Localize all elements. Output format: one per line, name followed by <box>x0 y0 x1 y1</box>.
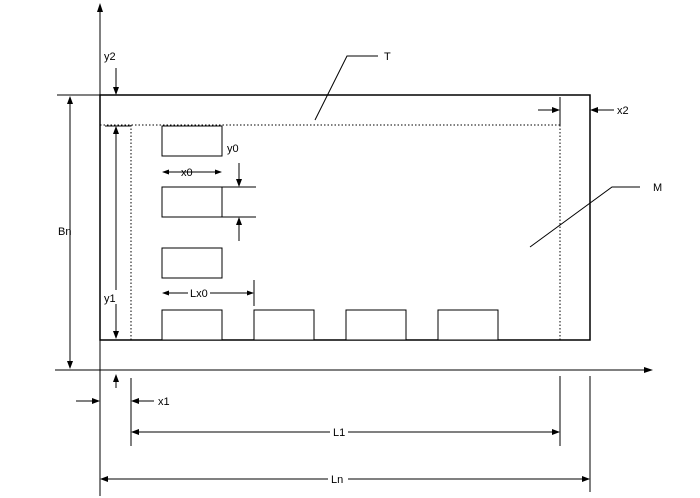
label-y0: y0 <box>227 143 239 155</box>
x0-arrow-right <box>215 169 222 175</box>
y1-arrow-bottom <box>113 331 119 339</box>
Ln-label-background <box>328 472 348 486</box>
leader-T <box>314 55 378 121</box>
label-Lx0: Lx0 <box>190 288 208 300</box>
part-cell-bottom-1 <box>161 309 223 341</box>
part-cell-bottom-3 <box>345 309 407 341</box>
part-cell-col1-row1 <box>161 125 223 157</box>
Lx0-arrow-left <box>162 290 169 296</box>
part-cell-bottom-4 <box>437 309 499 341</box>
label-x1: x1 <box>158 396 170 408</box>
label-Ln: Ln <box>331 474 343 486</box>
x0-arrow-left <box>162 169 169 175</box>
x1-arrow-right-head <box>131 398 139 404</box>
x2-right-arrow-head <box>590 107 598 113</box>
L1-arrow-left <box>131 429 139 435</box>
horizontal-axis-arrow <box>644 367 653 373</box>
label-L1: L1 <box>333 427 345 439</box>
label-x0: x0 <box>181 167 193 179</box>
L1-arrow-right <box>552 429 560 435</box>
label-Bn: Bn <box>58 226 71 238</box>
y1-arrow-top <box>113 126 119 134</box>
y0-arrow-top-head <box>236 179 242 187</box>
Ln-arrow-right <box>582 476 590 482</box>
label-y2: y2 <box>104 51 116 63</box>
y1-label-background <box>102 290 118 304</box>
label-x2: x2 <box>617 105 629 117</box>
y0-arrow-bottom-head <box>236 217 242 225</box>
part-cell-col1-row2 <box>161 186 223 218</box>
label-M: M <box>653 182 662 194</box>
Ln-arrow-left <box>100 476 108 482</box>
x1-arrow-left-head <box>92 398 100 404</box>
Bn-arrow-top <box>67 96 73 104</box>
y2-arrow-head <box>113 87 119 95</box>
x2-left-arrow-head <box>552 107 560 113</box>
Bn-arrow-bottom <box>67 361 73 369</box>
Lx0-label-background <box>188 284 210 298</box>
Lx0-arrow-right <box>247 290 254 296</box>
label-T: T <box>384 51 391 63</box>
x1-tick-head <box>113 374 119 382</box>
vertical-axis-arrow <box>97 3 103 12</box>
part-cell-bottom-2 <box>253 309 315 341</box>
leader-M <box>529 186 640 248</box>
L1-label-background <box>330 425 348 439</box>
part-cell-col1-row3 <box>161 247 223 279</box>
label-y1: y1 <box>104 293 116 305</box>
